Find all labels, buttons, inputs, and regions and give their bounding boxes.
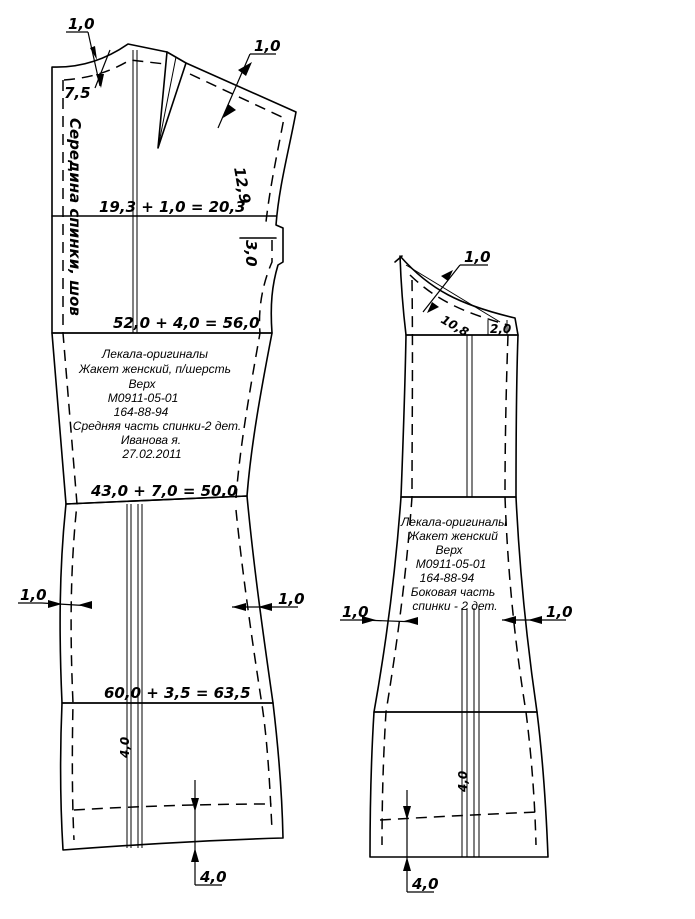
side-right-allowance-callout: 1,0 bbox=[502, 603, 573, 624]
shoulder-allowance-arrowhead-1 bbox=[238, 62, 252, 76]
side-hem-allowance-callout: 4,0 bbox=[403, 790, 439, 893]
back-seam-dash-shoulder bbox=[189, 73, 285, 223]
shoulder-allowance-value: 1,0 bbox=[254, 37, 281, 55]
side-upper-cap bbox=[394, 255, 403, 263]
side-neck-allowance-value: 1,0 bbox=[464, 248, 491, 266]
side-label-line-2: Жакет женский bbox=[407, 529, 498, 543]
side-hem-allowance-value: 4,0 bbox=[411, 875, 439, 893]
back-right-allowance-callout: 1,0 bbox=[232, 590, 305, 611]
side-bust-outline bbox=[400, 334, 519, 498]
side-right-allowance-value: 1,0 bbox=[546, 603, 573, 621]
back-label-line-7: Иванова я. bbox=[121, 433, 181, 447]
armhole-notch-label: 3,0 bbox=[242, 240, 260, 267]
side-seam-dash-top bbox=[409, 274, 509, 326]
back-shoulder-dart bbox=[157, 51, 187, 149]
centre-back-label: Середина спинки, шов bbox=[66, 118, 84, 316]
chest-line-formula: 19,3 + 1,0 = 20,3 bbox=[99, 198, 246, 216]
bust-line-formula: 52,0 + 4,0 = 56,0 bbox=[113, 314, 260, 332]
back-seam-dash-armhole bbox=[235, 240, 273, 499]
back-right-allowance-value: 1,0 bbox=[278, 590, 305, 608]
back-seam-dash-centre bbox=[62, 80, 78, 841]
back-piece-label-block: Лекала-оригиналы Жакет женский, п/шерсть… bbox=[73, 347, 241, 461]
back-hem-mark-label: 4,0 bbox=[118, 737, 132, 759]
back-label-line-5: 164-88-94 bbox=[114, 405, 169, 419]
side-label-line-4: М0911-05-01 bbox=[416, 557, 487, 571]
back-upper-outline bbox=[51, 43, 297, 334]
back-left-allowance-callout: 1,0 bbox=[18, 586, 93, 609]
back-hem-allowance-value: 4,0 bbox=[199, 868, 227, 886]
side-seam-dash-right bbox=[504, 334, 537, 846]
side-neck-allowance-callout: 1,0 bbox=[422, 248, 491, 313]
back-dart-center bbox=[157, 56, 177, 149]
side-seam-dash-left bbox=[381, 279, 414, 846]
back-left-allowance-value: 1,0 bbox=[20, 586, 47, 604]
back-label-line-8: 27.02.2011 bbox=[121, 447, 181, 461]
side-hem-outline bbox=[369, 711, 549, 858]
side-piece-label-block: Лекала-оригиналы Жакет женский Верх М091… bbox=[400, 515, 507, 613]
side-hem-mark-label: 4,0 bbox=[456, 771, 470, 793]
neck-depth-arrow-line bbox=[94, 49, 111, 89]
side-left-allowance-value: 1,0 bbox=[342, 603, 369, 621]
hip-line-formula: 60,0 + 3,5 = 63,5 bbox=[104, 684, 251, 702]
back-lower-outline bbox=[59, 495, 274, 704]
side-back-piece: 10,8 2,0 1,0 1,0 1,0 Ле bbox=[340, 248, 573, 893]
back-label-line-3: Верх bbox=[129, 377, 157, 391]
side-label-line-3: Верх bbox=[436, 543, 464, 557]
neck-depth-label: 7,5 bbox=[64, 84, 91, 102]
side-label-line-7: спинки - 2 дет. bbox=[412, 599, 497, 613]
neck-allowance-callout: 1,0 bbox=[66, 15, 104, 88]
shoulder-allowance-callout: 1,0 bbox=[217, 37, 281, 129]
shoulder-allowance-arrowhead-2 bbox=[223, 104, 236, 118]
neck-allowance-value: 1,0 bbox=[68, 15, 95, 33]
back-seam-dash-side bbox=[235, 509, 273, 831]
side-label-line-5: 164-88-94 bbox=[420, 571, 475, 585]
back-hem-outline bbox=[59, 702, 284, 851]
back-label-line-4: М0911-05-01 bbox=[108, 391, 179, 405]
side-label-line-1: Лекала-оригиналы bbox=[400, 515, 507, 529]
side-notch-label: 2,0 bbox=[490, 322, 511, 336]
back-middle-piece: Середина спинки, шов 7,5 1,0 1,0 12,9 3,… bbox=[18, 15, 305, 886]
side-left-allowance-callout: 1,0 bbox=[340, 603, 419, 625]
side-upper-outline bbox=[399, 255, 519, 336]
side-upper-inner bbox=[405, 264, 501, 323]
side-seam-dash-hem bbox=[379, 811, 539, 821]
back-label-line-1: Лекала-оригиналы bbox=[101, 347, 208, 361]
side-label-line-6: Боковая часть bbox=[411, 585, 495, 599]
back-seam-dash-hem bbox=[73, 803, 273, 811]
waist-line-formula: 43,0 + 7,0 = 50,0 bbox=[90, 482, 238, 500]
back-seam-dash-neck bbox=[63, 59, 166, 81]
back-label-line-2: Жакет женский, п/шерсть bbox=[78, 362, 231, 376]
neck-allowance-arrowhead bbox=[90, 46, 97, 60]
back-label-line-6: Средняя часть спинки-2 дет. bbox=[73, 419, 241, 433]
back-hem-allowance-callout: 4,0 bbox=[191, 780, 227, 886]
